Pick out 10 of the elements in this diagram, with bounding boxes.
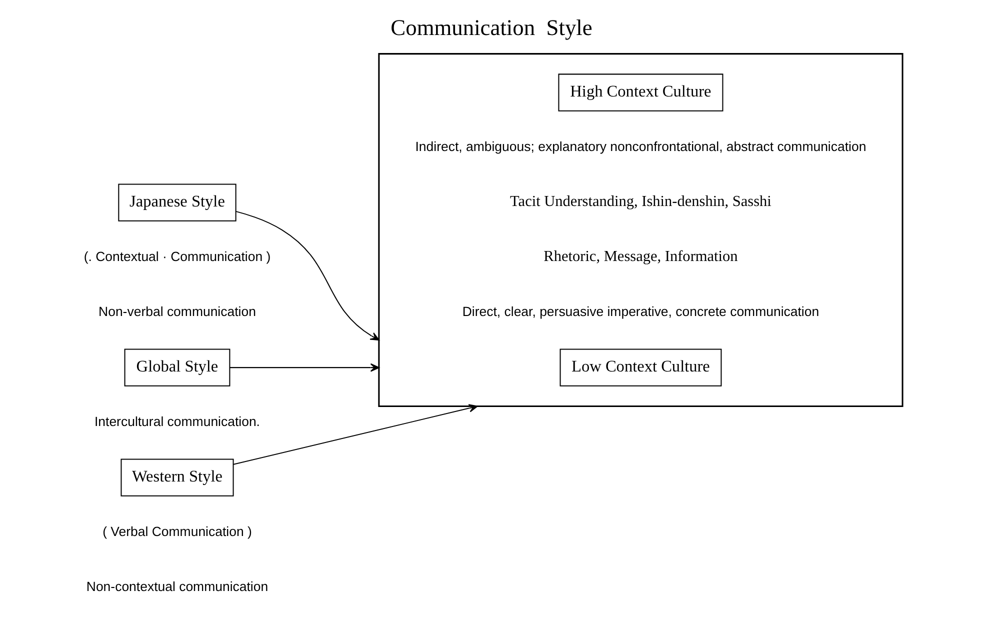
node-label: Direct, clear, persuasive imperative, concrete communication [462,304,820,319]
node-label: Indirect, ambiguous; explanatory nonconfrontational, abstract communication [415,138,866,154]
label: Tacit Understanding, Ishin-denshin, Sasshi [510,192,772,210]
node-label: (. Contextual · Communication ) [84,248,271,264]
node-label: Non-verbal communication [98,304,256,319]
node-label: Intercultural communication. [94,414,260,429]
diagram-title: Communication Style [390,14,592,40]
node-label: Non-contextual communication [86,578,268,594]
label: Rhetoric, Message, Information [544,248,738,265]
node-label: ( Verbal Communication ) [102,524,252,539]
